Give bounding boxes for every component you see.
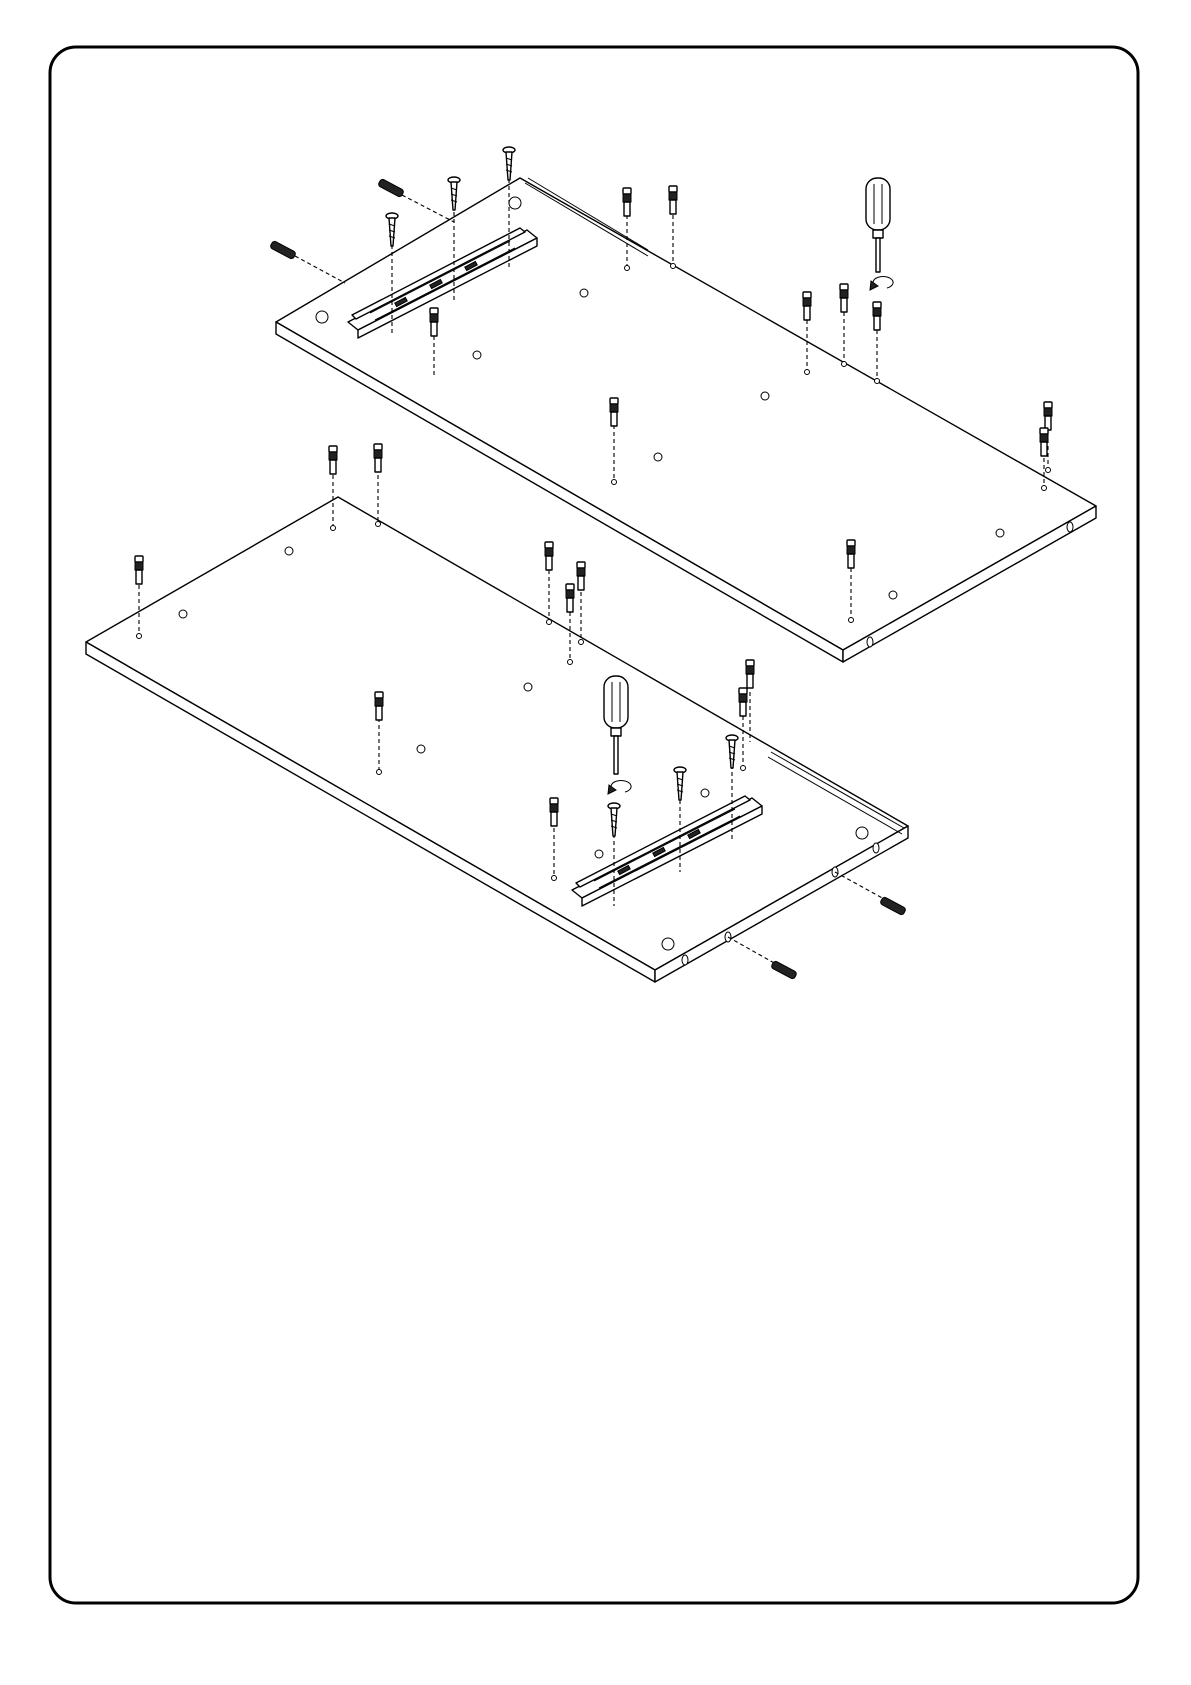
screw-icon (503, 147, 515, 180)
dowel-icon (771, 960, 798, 979)
cam-bolt-icon (375, 692, 383, 720)
shelf-hole (473, 351, 481, 359)
cam-bolt-icon (550, 798, 558, 826)
shelf-hole (654, 453, 662, 461)
shelf-hole (889, 591, 897, 599)
shelf-hole (761, 392, 769, 400)
cam-bolt-icon (847, 540, 855, 568)
edge-hole (682, 955, 688, 965)
cam-bolt-icon (135, 556, 143, 584)
cam-bolt-icon (545, 542, 553, 570)
cam-hole (316, 311, 328, 323)
cam-hole (509, 197, 521, 209)
cam-bolt-icon (669, 186, 677, 214)
cam-bolt-icon (566, 584, 574, 612)
screwdriver-icon (866, 178, 890, 272)
edge-hole (873, 843, 879, 853)
cam-hole (856, 827, 868, 839)
cam-bolt-icon (803, 292, 811, 320)
cam-bolt-icon (430, 308, 438, 336)
cam-bolt-icon (1044, 402, 1052, 430)
dowel-icon (378, 178, 405, 197)
screw-icon (448, 177, 460, 210)
cam-bolt-icon (610, 398, 618, 426)
cam-bolt-icon (1040, 428, 1048, 456)
cam-bolt-icon (329, 446, 337, 474)
cam-bolt-icon (739, 688, 747, 716)
cam-bolt-icon (623, 188, 631, 216)
dowel-icon (270, 240, 297, 259)
cam-bolt-icon (577, 562, 585, 590)
screw-icon (386, 213, 398, 246)
edge-hole (867, 637, 873, 647)
cam-bolt-icon (840, 284, 848, 312)
shelf-hole (580, 289, 588, 297)
edge-hole (1067, 522, 1073, 532)
cam-bolt-icon (374, 444, 382, 472)
cam-bolt-icon (873, 302, 881, 330)
cam-bolt-icon (746, 660, 754, 688)
dowel-icon (880, 896, 907, 915)
shelf-hole (996, 529, 1004, 537)
cam-hole (662, 938, 674, 950)
